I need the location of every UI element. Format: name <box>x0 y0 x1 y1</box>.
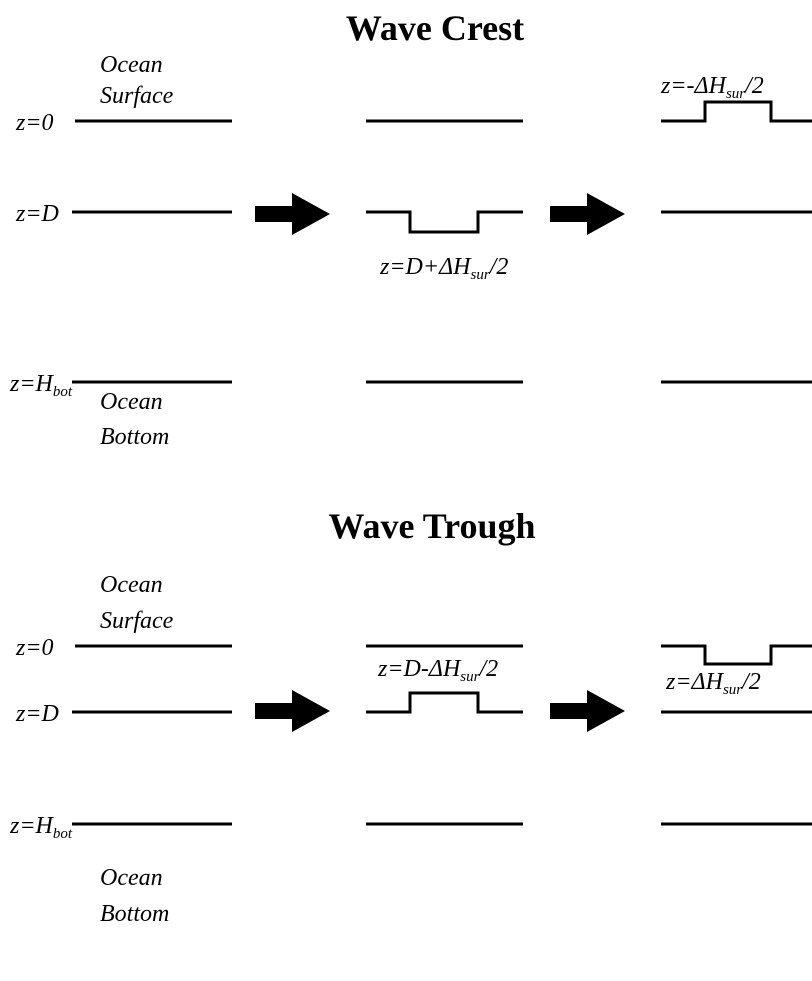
trough-ocean-surface-label-line1: Ocean <box>100 572 163 598</box>
trough-arrow-1 <box>255 690 330 732</box>
crest-right-label-sub: sur <box>726 86 745 102</box>
trough-right-label-base: z=ΔH <box>665 669 725 695</box>
crest-right-surface-line-bump <box>661 100 812 123</box>
trough-ocean-surface-label-line2: Surface <box>100 608 174 634</box>
trough-right-label: z=ΔHsur/2 <box>665 669 761 698</box>
crest-mid-D-line-dip <box>366 210 523 234</box>
crest-z0-label: z=0 <box>15 110 54 136</box>
trough-ocean-bottom-label-line2: Bottom <box>100 901 169 927</box>
crest-ocean-surface-label-line1: Ocean <box>100 52 163 78</box>
crest-ocean-bottom-label-line1: Ocean <box>100 389 163 415</box>
trough-mid-label: z=D-ΔHsur/2 <box>377 656 498 685</box>
trough-right-surface-line-dip <box>661 644 812 666</box>
trough-mid-label-tail: /2 <box>477 656 498 682</box>
trough-title: Wave Trough <box>328 506 535 546</box>
crest-zD-label: z=D <box>15 201 59 227</box>
crest-title: Wave Crest <box>346 8 524 48</box>
crest-zH-base: z=H <box>9 371 55 397</box>
crest-mid-label: z=D+ΔHsur/2 <box>379 254 508 283</box>
trough-arrow-2 <box>550 690 625 732</box>
crest-mid-label-base: z=D+ΔH <box>379 254 472 280</box>
crest-ocean-bottom-label-line2: Bottom <box>100 424 169 450</box>
crest-right-label: z=-ΔHsur/2 <box>660 73 764 102</box>
trough-mid-D-line-bump <box>366 691 523 714</box>
crest-arrow-2 <box>550 193 625 235</box>
trough-zH-label: z=Hbot <box>9 813 73 842</box>
trough-right-label-sub: sur <box>723 682 742 698</box>
crest-right-label-base: z=-ΔH <box>660 73 728 99</box>
trough-right-label-tail: /2 <box>740 669 761 695</box>
trough-ocean-bottom-label-line1: Ocean <box>100 865 163 891</box>
crest-zH-sub: bot <box>53 384 73 400</box>
crest-zH-label: z=Hbot <box>9 371 73 400</box>
trough-zD-label: z=D <box>15 701 59 727</box>
trough-mid-label-sub: sur <box>460 669 479 685</box>
crest-right-label-tail: /2 <box>743 73 764 99</box>
crest-arrow-1 <box>255 193 330 235</box>
crest-mid-label-sub: sur <box>470 267 489 283</box>
trough-zH-sub: bot <box>53 826 73 842</box>
trough-z0-label: z=0 <box>15 635 54 661</box>
trough-mid-label-base: z=D-ΔH <box>377 656 462 682</box>
crest-mid-label-tail: /2 <box>488 254 509 280</box>
crest-ocean-surface-label-line2: Surface <box>100 83 174 109</box>
trough-zH-base: z=H <box>9 813 55 839</box>
